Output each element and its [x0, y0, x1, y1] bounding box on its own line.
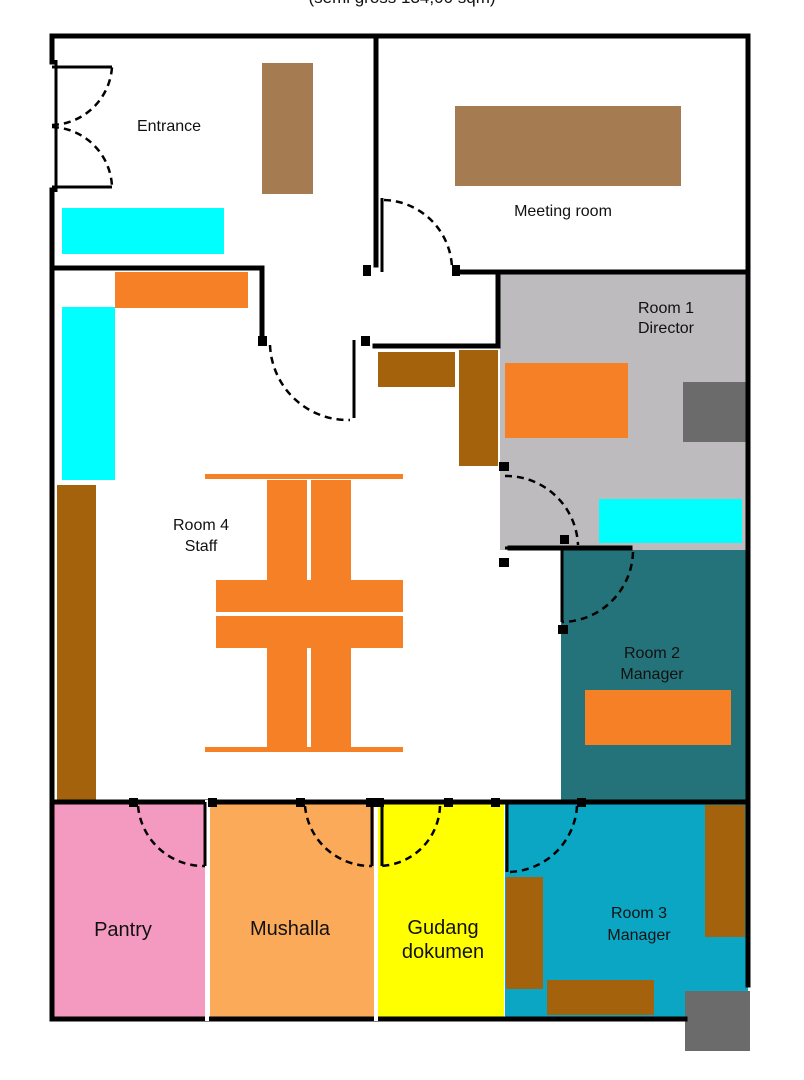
workstation-lower-left-stem [267, 648, 307, 748]
meeting-door-jamb-left [363, 265, 371, 276]
door-swings [51, 66, 635, 874]
staff-brown-cabinet-top [378, 352, 455, 387]
manager3-door-jamb-right [577, 798, 586, 807]
staff-door-swing [268, 344, 351, 422]
manager3-brown-left [506, 877, 543, 989]
workstation-upper-left-stem [267, 480, 307, 580]
staff-brown-cabinet-vert [459, 350, 498, 466]
staff-workstations [205, 474, 403, 752]
door-leaves [52, 60, 578, 872]
gudang-fill [378, 803, 504, 1019]
walls [49, 33, 751, 1022]
workstation-lower-right-stem [311, 648, 351, 748]
label-room2-line2: Manager [620, 666, 684, 683]
workstation-top-bar [205, 474, 403, 479]
workstation-lower-wing [216, 616, 403, 648]
meeting-door-jamb-right [452, 265, 460, 276]
staff-door-jamb-left [258, 336, 267, 346]
director-cyan-cabinet [599, 499, 742, 543]
director-door-swing [504, 474, 580, 546]
area-note: (semi gross 134,00 sqm) [0, 0, 804, 8]
director-door-jamb-bottom [499, 558, 509, 567]
manager3-door-jamb-left [491, 798, 500, 807]
workstation-bottom-bar [205, 747, 403, 752]
label-entrance: Entrance [137, 118, 201, 135]
mushalla-fill [210, 803, 375, 1019]
door-jambs [129, 265, 586, 807]
manager2-door-swing [561, 551, 635, 624]
corridor-wall [372, 271, 501, 349]
staff-top-wall [49, 265, 265, 343]
pantry-door-jamb-right [208, 798, 217, 807]
pantry-fill [52, 803, 207, 1019]
director-desk [505, 363, 628, 438]
label-room1-line1: Room 1 [638, 300, 694, 317]
label-room4-line2: Staff [185, 538, 218, 555]
workstation-upper-right-stem [311, 480, 351, 580]
director-grey-block [683, 382, 748, 442]
label-gudang-line1: Gudang [407, 917, 478, 939]
director-door-jamb-top [499, 462, 509, 471]
room2-manager-fill [561, 550, 748, 802]
mushalla-door-swing [303, 805, 373, 868]
label-room3-line2: Manager [607, 927, 671, 944]
meeting-table [455, 106, 681, 186]
meeting-door-swing [383, 198, 454, 271]
entrance-table [262, 63, 313, 194]
mushalla-door-jamb-right [366, 798, 375, 807]
pantry-door-swing [136, 805, 206, 868]
gudang-door-jamb-right [444, 798, 453, 807]
label-mushalla: Mushalla [250, 918, 331, 940]
manager3-grey-block [685, 991, 750, 1051]
gudang-door-jamb-left [375, 798, 384, 807]
label-room3-line1: Room 3 [611, 905, 667, 922]
entrance-cyan-cabinet [62, 208, 224, 254]
label-room4-line1: Room 4 [173, 517, 229, 534]
staff-cyan-cabinet [62, 307, 115, 480]
workstation-upper-wing [216, 580, 403, 612]
manager3-brown-right [705, 805, 745, 937]
manager3-brown-bottom [547, 980, 654, 1015]
manager2-door-jamb [558, 625, 568, 634]
label-gudang-line2: dokumen [402, 941, 484, 963]
label-meeting-room: Meeting room [514, 203, 612, 220]
manager3-door-swing [506, 805, 579, 874]
mushalla-door-jamb-left [296, 798, 305, 807]
label-room1-line2: Director [638, 320, 695, 337]
staff-door-jamb-right [361, 336, 370, 346]
entrance-door-upper-swing [51, 66, 114, 127]
staff-brown-cabinet-left [57, 485, 96, 801]
label-pantry: Pantry [94, 919, 152, 941]
pantry-door-jamb-left [129, 798, 138, 807]
manager2-desk [585, 690, 731, 745]
staff-orange-shelf [115, 272, 248, 308]
director-door-jamb-right [560, 535, 569, 544]
label-room2-line1: Room 2 [624, 645, 680, 662]
entrance-door-lower-swing [51, 125, 114, 188]
